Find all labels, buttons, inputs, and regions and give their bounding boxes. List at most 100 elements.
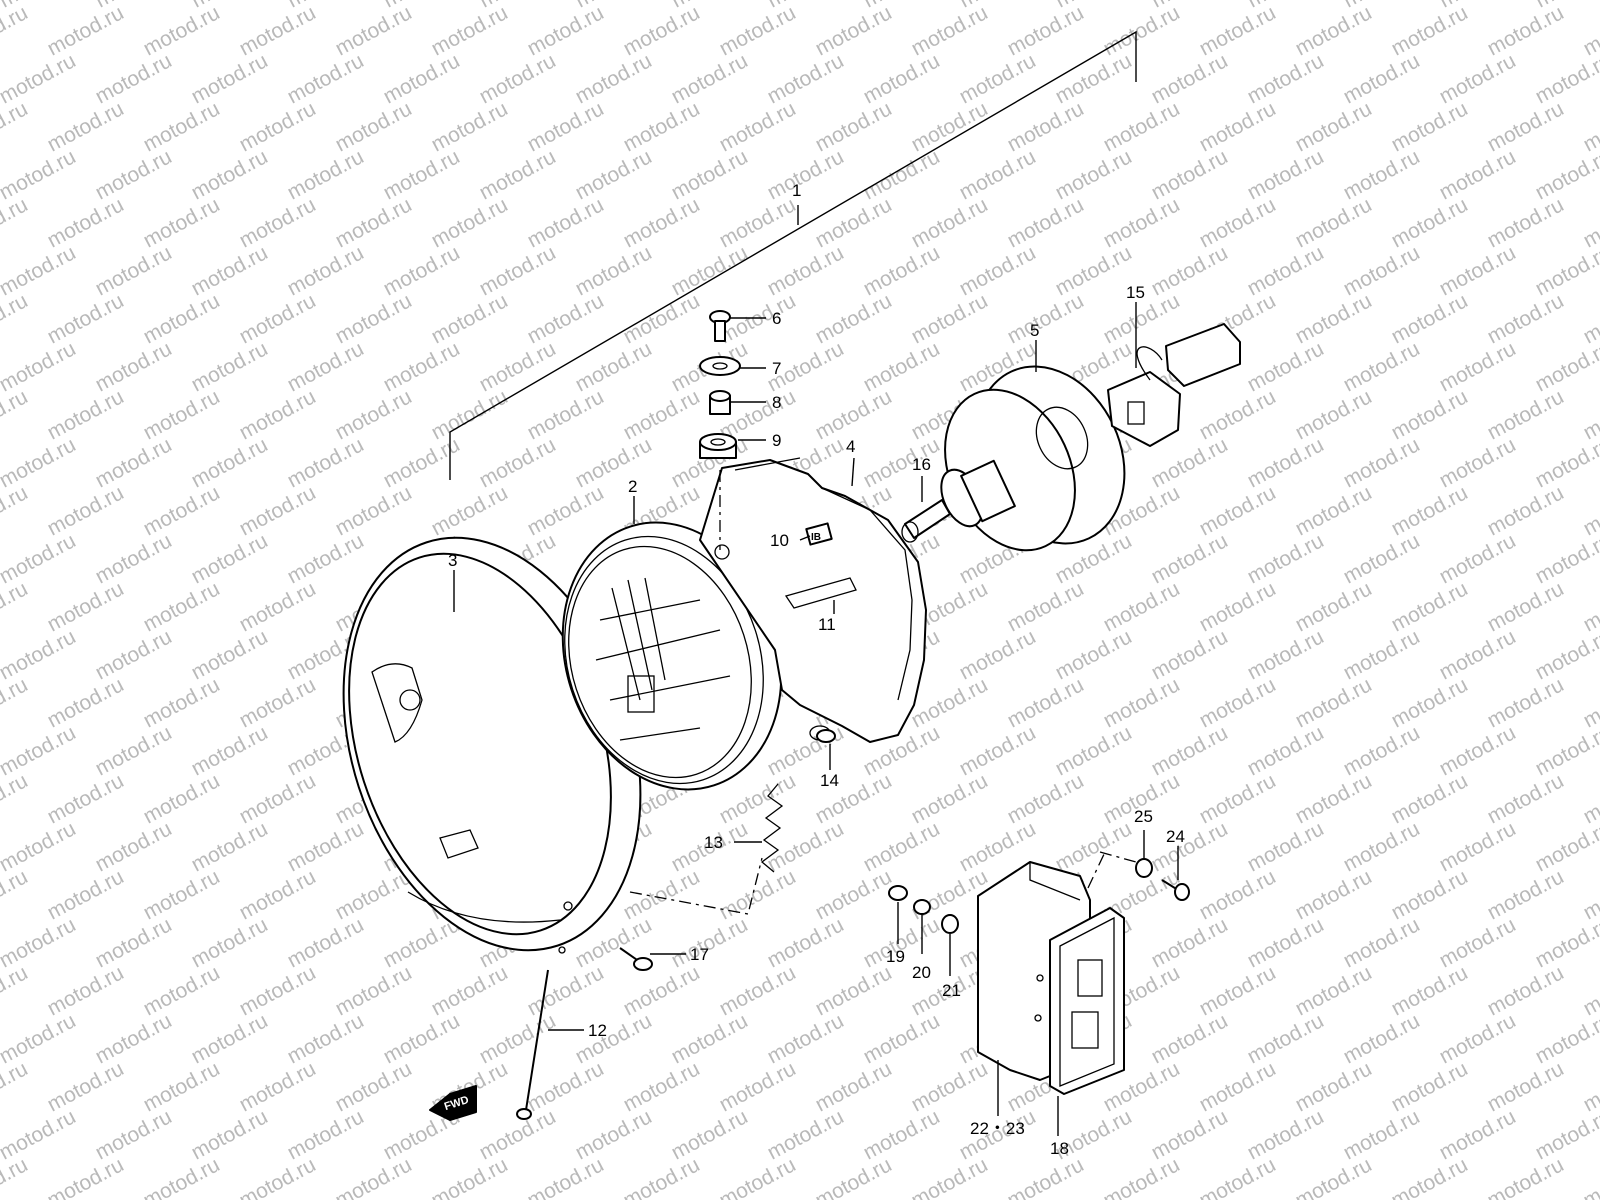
watermark-text: motod.ru [476,1009,560,1068]
screw-17 [619,947,653,971]
watermark-text: motod.ru [1292,577,1376,636]
watermark-text: motod.ru [524,1057,608,1116]
watermark-text: motod.ru [1484,769,1568,828]
washer-7 [699,356,741,376]
watermark-text: motod.ru [1148,529,1232,588]
watermark-text: motod.ru [236,769,320,828]
watermark-text: motod.ru [1436,241,1520,300]
watermark-text: motod.ru [188,529,272,588]
watermark-text: motod.ru [380,49,464,108]
watermark-text: motod.ru [92,433,176,492]
watermark-text: motod.ru [1244,529,1328,588]
watermark-text: motod.ru [1340,241,1424,300]
washer-20 [913,899,931,915]
watermark-text: motod.ru [1292,1153,1376,1200]
watermark-text: motod.ru [1052,721,1136,780]
watermark-text: motod.ru [0,337,80,396]
watermark-text: motod.ru [1388,481,1472,540]
watermark-text: motod.ru [620,289,704,348]
watermark-text: motod.ru [1244,241,1328,300]
watermark-text: motod.ru [0,1057,32,1116]
watermark-text: motod.ru [860,337,944,396]
watermark-text: motod.ru [716,961,800,1020]
watermark-text: motod.ru [1100,97,1184,156]
watermark-text: motod.ru [1196,193,1280,252]
watermark-text: motod.ru [1100,577,1184,636]
watermark-text: motod.ru [620,961,704,1020]
watermark-text: motod.ru [1580,1153,1600,1200]
watermark-text: motod.ru [188,1009,272,1068]
watermark-text: motod.ru [1148,721,1232,780]
watermark-text: motod.ru [1100,1,1184,60]
watermark-text: motod.ru [716,1153,800,1200]
watermark-text: motod.ru [92,49,176,108]
watermark-text: motod.ru [572,433,656,492]
watermark-text: motod.ru [188,721,272,780]
watermark-text: motod.ru [1532,529,1600,588]
watermark-text: motod.ru [860,817,944,876]
watermark-text: motod.ru [1196,673,1280,732]
watermark-text: motod.ru [0,289,32,348]
watermark-text: motod.ru [1340,337,1424,396]
watermark-text: motod.ru [140,1153,224,1200]
watermark-text: motod.ru [1388,97,1472,156]
watermark-text: motod.ru [716,193,800,252]
watermark-text: motod.ru [764,913,848,972]
callout-7: 7 [772,359,781,378]
watermark-text: motod.ru [140,1057,224,1116]
watermark-text: motod.ru [764,1009,848,1068]
watermark-text: motod.ru [1340,913,1424,972]
watermark-text: motod.ru [572,1009,656,1068]
watermark-text: motod.ru [812,961,896,1020]
callout-19: 19 [886,947,905,966]
callout-15: 15 [1126,283,1145,302]
watermark-text: motod.ru [0,625,80,684]
watermark-text: motod.ru [284,1105,368,1164]
watermark-text: motod.ru [332,1153,416,1200]
watermark-text: motod.ru [380,1009,464,1068]
callout-6: 6 [772,309,781,328]
callout-21: 21 [942,981,961,1000]
watermark-text: motod.ru [140,769,224,828]
watermark-text: motod.ru [524,289,608,348]
watermark-text: motod.ru [0,769,32,828]
washer-21 [941,914,959,934]
watermark-text: motod.ru [380,433,464,492]
watermark-text: motod.ru [620,1153,704,1200]
watermark-text: motod.ru [1484,1057,1568,1116]
callout-17: 17 [690,945,709,964]
watermark-text: motod.ru [0,961,32,1020]
watermark-text: motod.ru [1292,961,1376,1020]
watermark-text: motod.ru [668,49,752,108]
watermark-text: motod.ru [1340,49,1424,108]
callout-3: 3 [448,551,457,570]
watermark-text: motod.ru [428,385,512,444]
watermark-text: motod.ru [1484,865,1568,924]
watermark-text: motod.ru [764,241,848,300]
watermark-text: motod.ru [1148,145,1232,204]
watermark-text: motod.ru [380,145,464,204]
watermark-text: motod.ru [0,433,80,492]
headlight-unit [561,521,783,791]
watermark-text: motod.ru [0,97,32,156]
watermark-text: motod.ru [284,241,368,300]
fwd-arrow: FWD [429,1085,477,1121]
watermark-text: motod.ru [92,337,176,396]
watermark-text: motod.ru [524,961,608,1020]
watermark-text: motod.ru [1388,961,1472,1020]
watermark-text: motod.ru [1436,817,1520,876]
watermark-text: motod.ru [1196,1,1280,60]
callout-25: 25 [1134,807,1153,826]
callout-13: 13 [704,833,723,852]
watermark-text: motod.ru [1580,193,1600,252]
watermark-text: motod.ru [44,961,128,1020]
assembly-bracket-1 [449,30,1137,480]
watermark-text: motod.ru [1532,433,1600,492]
watermark-text: motod.ru [812,1,896,60]
watermark-text: motod.ru [476,241,560,300]
watermark-text: motod.ru [1292,673,1376,732]
watermark-text: motod.ru [140,289,224,348]
watermark-text: motod.ru [332,97,416,156]
watermark-text: motod.ru [1388,385,1472,444]
watermark-text: motod.ru [668,913,752,972]
